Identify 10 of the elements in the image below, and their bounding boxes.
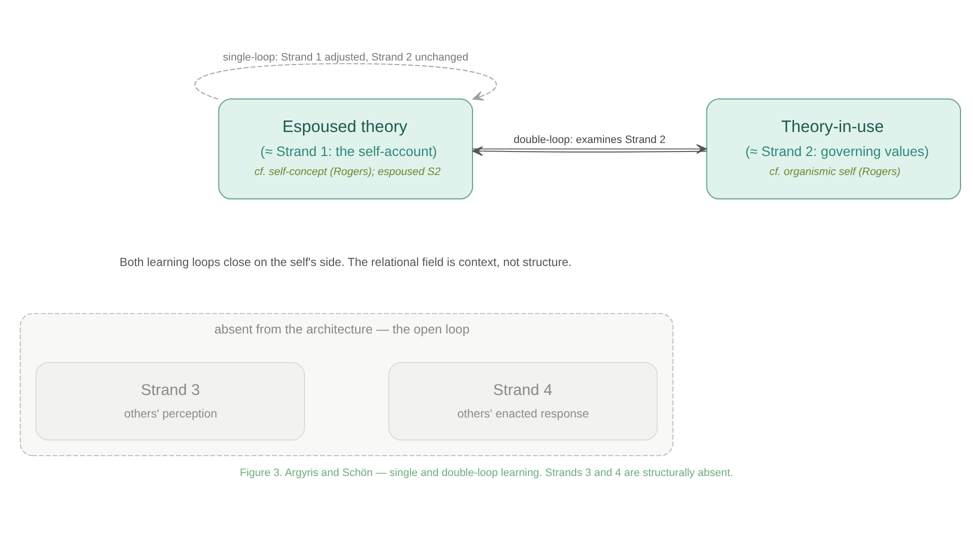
node-box: Strand 3 others' perception: [36, 362, 305, 440]
arrow: [194, 63, 497, 101]
edge-label: double-loop: examines Strand 2: [514, 134, 666, 146]
label: Both learning loops close on the self's side. The relational field is context, not structure.: [120, 256, 572, 270]
node-box: Espoused theory (≈ Strand 1: the self-account) cf. self-concept (Rogers); espoused S2: [218, 98, 474, 200]
node-box: Strand 4 others' enacted response: [388, 362, 658, 440]
arrow: [472, 146, 707, 156]
node-box: Theory-in-use (≈ Strand 2: governing values) cf. organismic self (Rogers): [706, 98, 962, 200]
edge-label: single-loop: Strand 1 adjusted, Strand 2 unchanged: [222, 52, 468, 64]
caption: Figure 3. Argyris and Schön — single and double-loop learning. Strands 3 and 4 are structurally absent.: [240, 467, 734, 480]
